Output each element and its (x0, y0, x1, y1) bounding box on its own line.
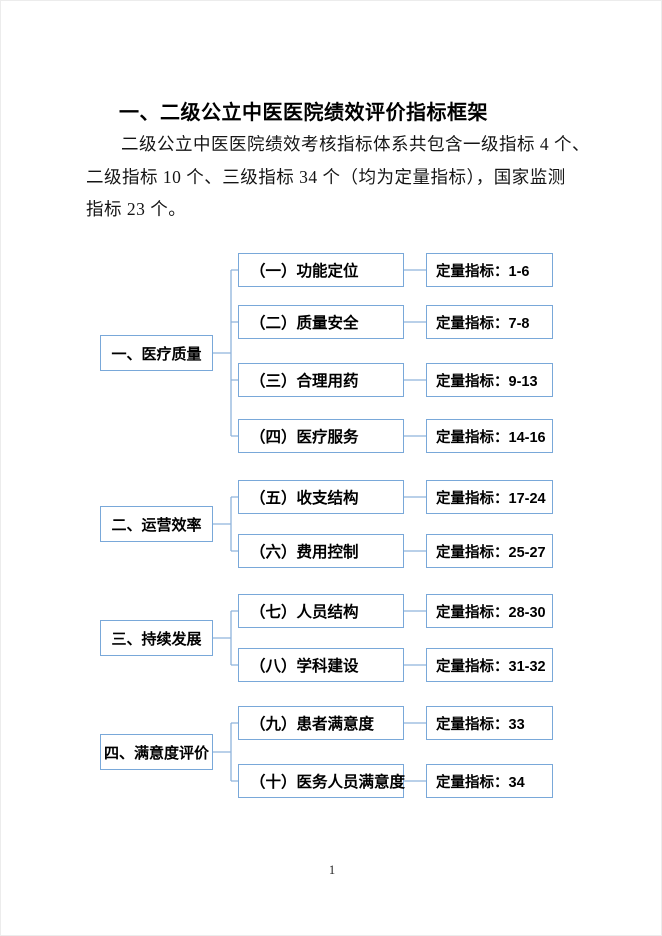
level2-box-revenue-expenditure-structure: （五）收支结构 (238, 480, 404, 514)
indicator-box-functional-positioning: 定量指标：1-6 (426, 253, 553, 287)
indicator-box-quality-safety: 定量指标：7-8 (426, 305, 553, 339)
indicator-box-staff-satisfaction: 定量指标：34 (426, 764, 553, 798)
indicator-box-discipline-construction: 定量指标：31-32 (426, 648, 553, 682)
indicator-box-rational-drug-use: 定量指标：9-13 (426, 363, 553, 397)
connector-group-sustainable-development (213, 610, 238, 666)
page-title: 一、二级公立中医医院绩效评价指标框架 (119, 102, 488, 124)
level2-box-functional-positioning: （一）功能定位 (238, 253, 404, 287)
connector-group-medical-quality (213, 269, 238, 437)
level2-box-quality-safety: （二）质量安全 (238, 305, 404, 339)
page-number: 1 (328, 863, 336, 877)
indicator-box-cost-control: 定量指标：25-27 (426, 534, 553, 568)
paragraph-line-3: 指标 23 个。 (86, 199, 187, 219)
level2-box-staff-satisfaction: （十）医务人员满意度 (238, 764, 405, 798)
level1-box-operational-efficiency: 二、运营效率 (100, 506, 213, 542)
connector-mid-to-indicator (404, 269, 426, 782)
level2-box-rational-drug-use: （三）合理用药 (238, 363, 404, 397)
level2-box-personnel-structure: （七）人员结构 (238, 594, 404, 628)
level1-box-satisfaction-evaluation: 四、满意度评价 (100, 734, 213, 770)
paragraph-line-1: 二级公立中医医院绩效考核指标体系共包含一级指标 4 个、 (121, 134, 590, 154)
level2-box-patient-satisfaction: （九）患者满意度 (238, 706, 404, 740)
level2-box-cost-control: （六）费用控制 (238, 534, 404, 568)
indicator-box-medical-service: 定量指标：14-16 (426, 419, 553, 453)
connector-group-satisfaction-evaluation (213, 722, 238, 782)
connector-group-operational-efficiency (213, 496, 238, 552)
level2-box-medical-service: （四）医疗服务 (238, 419, 404, 453)
level1-box-medical-quality: 一、医疗质量 (100, 335, 213, 371)
paragraph-line-2: 二级指标 10 个、三级指标 34 个（均为定量指标），国家监测 (86, 166, 566, 187)
intro-paragraph: 二级公立中医医院绩效考核指标体系共包含一级指标 4 个、 二级指标 10 个、三… (86, 128, 590, 226)
indicator-box-revenue-expenditure-structure: 定量指标：17-24 (426, 480, 553, 514)
indicator-box-patient-satisfaction: 定量指标：33 (426, 706, 553, 740)
level2-box-discipline-construction: （八）学科建设 (238, 648, 404, 682)
level1-box-sustainable-development: 三、持续发展 (100, 620, 213, 656)
indicator-box-personnel-structure: 定量指标：28-30 (426, 594, 553, 628)
